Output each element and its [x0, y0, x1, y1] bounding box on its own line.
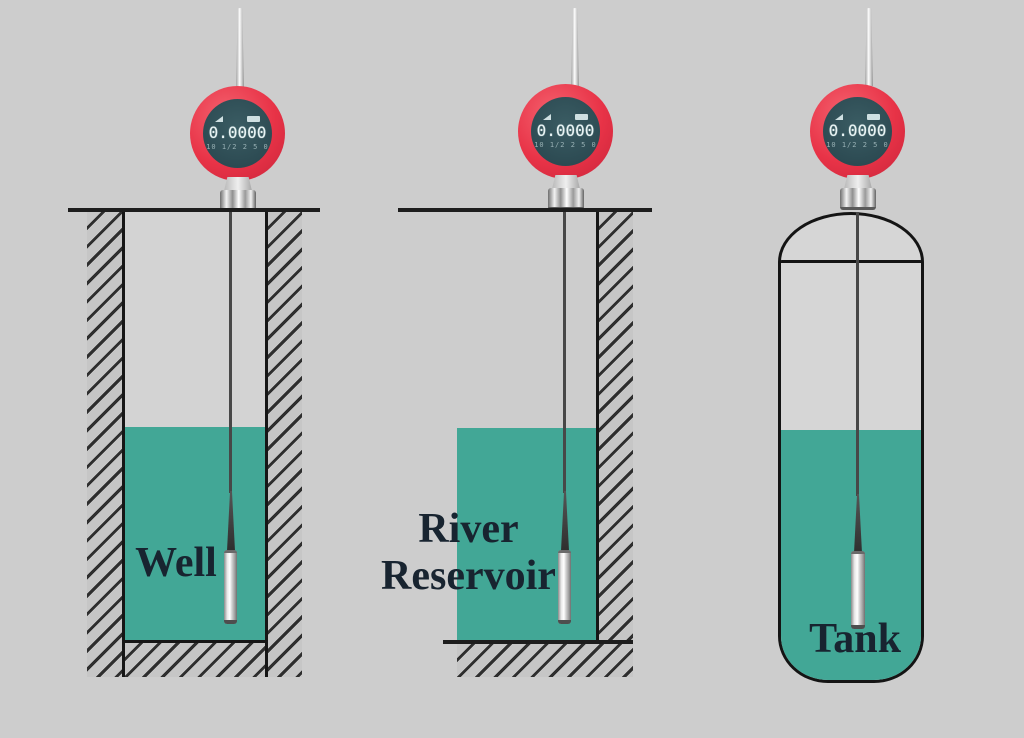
well-label: Well — [135, 540, 217, 586]
sensor-cable — [563, 212, 566, 493]
display-status-row — [214, 115, 261, 122]
gauge-subscale: 10 1/2 2 5 0 — [534, 140, 597, 149]
sensor-cable — [229, 212, 232, 493]
signal-icon — [542, 113, 551, 120]
battery-icon — [867, 113, 881, 120]
battery-icon — [575, 113, 589, 120]
tank-seam-line — [781, 260, 921, 263]
dam-wall — [596, 212, 633, 677]
well-wall-left — [87, 212, 125, 677]
reservoir-label-line: Reservoir — [381, 553, 556, 599]
ground-line — [68, 208, 320, 212]
display-status-row — [834, 113, 881, 120]
well-bottom-slab — [125, 643, 265, 677]
gauge-reading: 0.0000 — [536, 120, 595, 140]
gauge-reading: 0.0000 — [208, 122, 267, 142]
gauge-subscale: 10 1/2 2 5 0 — [206, 142, 269, 151]
reservoir-water — [457, 428, 596, 641]
well-cavity — [125, 212, 265, 427]
gauge-head: 0.0000 10 1/2 2 5 0 — [190, 86, 285, 181]
antenna-icon — [865, 8, 873, 86]
tank-label: Tank — [809, 616, 901, 662]
gauge-display: 0.0000 10 1/2 2 5 0 — [203, 99, 272, 168]
gauge-head: 0.0000 10 1/2 2 5 0 — [810, 84, 905, 179]
river-reservoir-label: River Reservoir — [366, 506, 571, 600]
submersible-probe — [851, 551, 865, 629]
mounting-collar — [840, 188, 876, 210]
cable-strain-relief — [561, 491, 569, 551]
gauge-reading: 0.0000 — [828, 120, 887, 140]
ground-line — [398, 208, 652, 212]
cable-strain-relief — [227, 491, 235, 551]
antenna-icon — [571, 8, 579, 88]
gauge-neck — [844, 175, 872, 189]
gauge-neck — [224, 177, 252, 191]
submersible-probe — [558, 550, 571, 624]
gauge-display: 0.0000 10 1/2 2 5 0 — [531, 97, 600, 166]
signal-icon — [834, 113, 843, 120]
submersible-probe — [224, 550, 237, 624]
gauge-display: 0.0000 10 1/2 2 5 0 — [823, 97, 892, 166]
cable-strain-relief — [854, 494, 862, 553]
reservoir-bottom-slab — [457, 644, 633, 677]
signal-icon — [214, 115, 223, 122]
well-water — [125, 427, 265, 643]
river-label-line: River — [418, 506, 519, 552]
antenna-icon — [236, 8, 244, 88]
battery-icon — [247, 115, 261, 122]
gauge-head: 0.0000 10 1/2 2 5 0 — [518, 84, 613, 179]
mounting-collar — [548, 188, 584, 210]
gauge-subscale: 10 1/2 2 5 0 — [826, 140, 889, 149]
sensor-cable — [856, 212, 859, 496]
well-wall-right — [265, 212, 302, 677]
gauge-neck — [552, 175, 580, 189]
display-status-row — [542, 113, 589, 120]
reservoir-bed-line — [443, 640, 633, 644]
